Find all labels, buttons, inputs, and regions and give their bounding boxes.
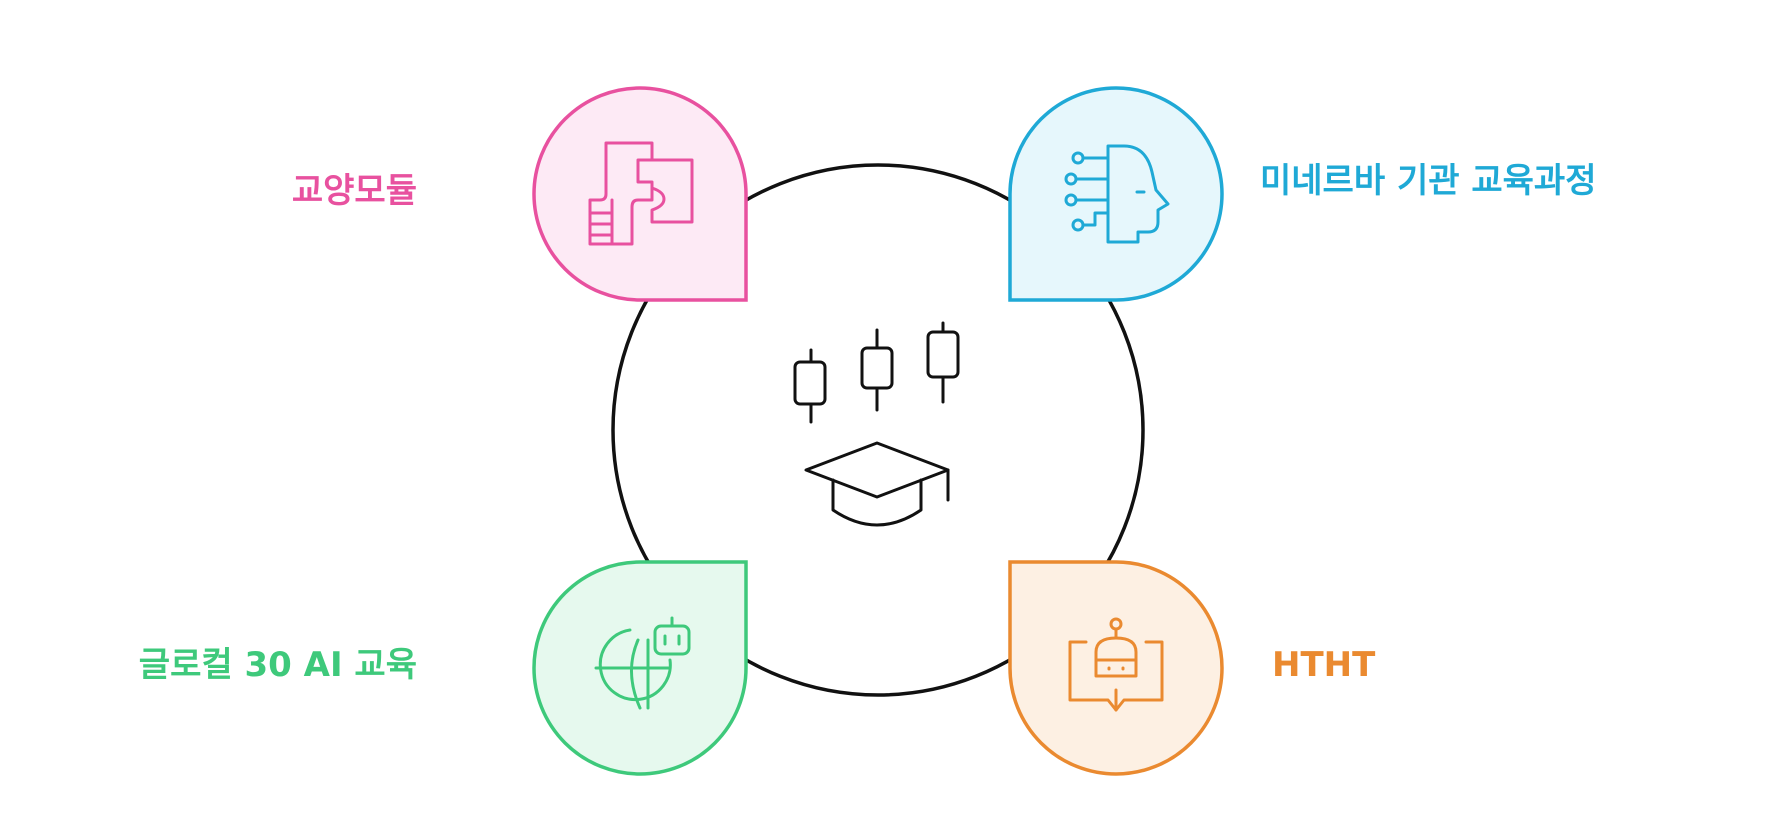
ai-head-icon xyxy=(1064,144,1170,244)
node-tl xyxy=(532,86,748,302)
candlestick-graduation-icon xyxy=(793,321,960,527)
node-tl-label: 교양모듈 xyxy=(291,171,417,211)
robot-book-icon xyxy=(1068,617,1164,712)
node-br-shape xyxy=(1008,560,1224,776)
node-bl-label: 글로컬 30 AI 교육 xyxy=(138,645,417,685)
node-br xyxy=(1008,560,1224,776)
puzzle-icon xyxy=(588,141,694,246)
globe-robot-icon xyxy=(594,616,691,710)
node-br-label: HTHT xyxy=(1272,645,1376,685)
node-tl-shape xyxy=(532,86,748,302)
node-tr-label: 미네르바 기관 교육과정 xyxy=(1260,161,1597,201)
node-tr-shape xyxy=(1008,86,1224,302)
node-tr xyxy=(1008,86,1224,302)
node-bl xyxy=(532,560,748,776)
